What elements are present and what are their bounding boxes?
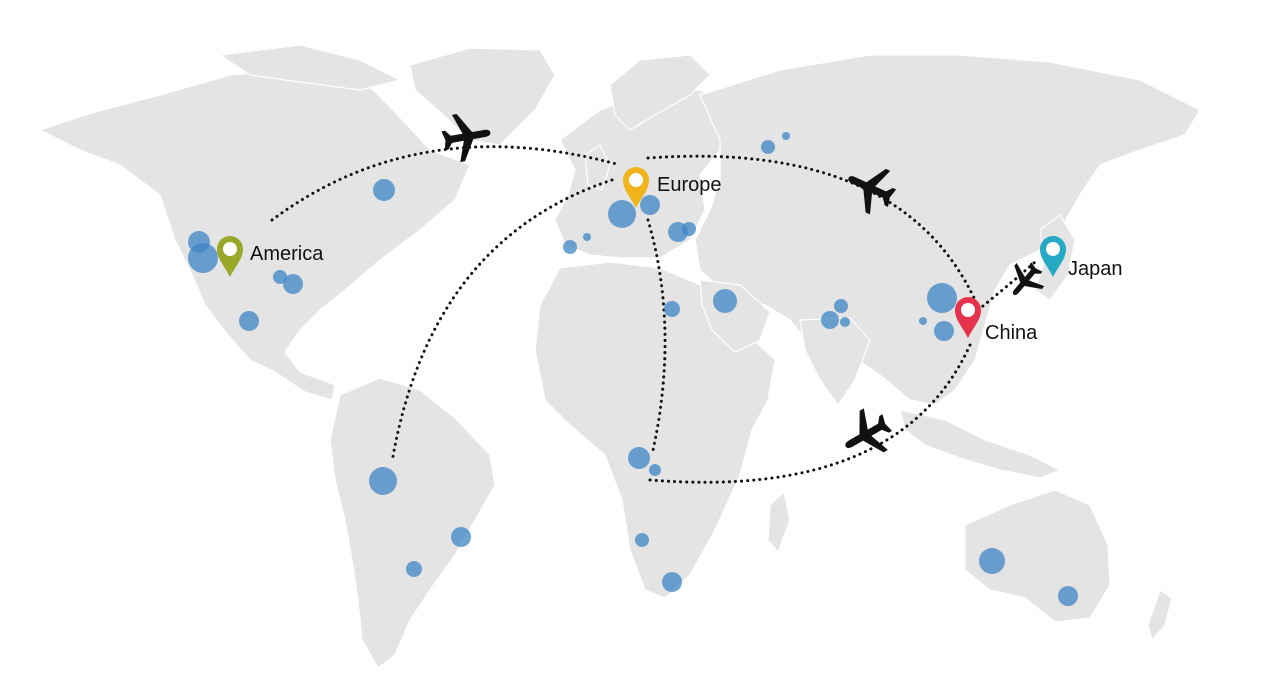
land-north-america [38, 69, 471, 401]
bubble [649, 464, 661, 476]
map-pin-icon [1040, 236, 1066, 277]
bubble [628, 447, 650, 469]
pin-america [217, 236, 243, 277]
bubble [583, 233, 591, 241]
route-china-japan [976, 260, 1037, 312]
data-bubbles [188, 132, 1078, 606]
bubble [919, 317, 927, 325]
route-europe-central-africa [646, 218, 667, 457]
bubble [934, 321, 954, 341]
map-pin-icon [217, 236, 243, 277]
label-china: China [985, 322, 1038, 344]
land-south-america [329, 377, 496, 669]
bubble [840, 317, 850, 327]
bubble [283, 274, 303, 294]
label-europe: Europe [657, 174, 722, 196]
bubble [662, 572, 682, 592]
bubble [821, 311, 839, 329]
land-madagascar [767, 490, 791, 554]
land-southeast-asia [899, 409, 1062, 479]
land-masses [38, 44, 1201, 669]
route-europe-china [646, 154, 977, 302]
bubble [640, 195, 660, 215]
bubble [373, 179, 395, 201]
bubble [979, 548, 1005, 574]
label-japan: Japan [1068, 258, 1123, 280]
bubble [664, 301, 680, 317]
bubble [761, 140, 775, 154]
pin-japan [1040, 236, 1066, 277]
bubble [451, 527, 471, 547]
land-new-zealand [1147, 589, 1173, 642]
land-scandinavia [609, 54, 711, 131]
bubble [608, 200, 636, 228]
label-america: America [250, 243, 324, 265]
route-europe-south-america [390, 178, 614, 464]
route-central-africa-china [648, 343, 972, 484]
map-pin-icon [955, 297, 981, 338]
bubble [369, 467, 397, 495]
land-asia [694, 54, 1201, 406]
route-america-europe [270, 145, 622, 222]
pin-europe [623, 167, 649, 208]
flight-routes [270, 145, 1037, 484]
land-india [799, 317, 871, 407]
land-greenland [409, 47, 556, 146]
bubble [635, 533, 649, 547]
bubble [682, 222, 696, 236]
bubble [1058, 586, 1078, 606]
bubble [273, 270, 287, 284]
bubble [782, 132, 790, 140]
bubble [406, 561, 422, 577]
land-uk [584, 144, 611, 191]
bubble [713, 289, 737, 313]
bubble [927, 283, 957, 313]
bubble [834, 299, 848, 313]
land-canada-arctic [218, 44, 402, 91]
bubble [563, 240, 577, 254]
bubble [188, 243, 218, 273]
airplane-icon [833, 401, 900, 468]
map-pin-icon [623, 167, 649, 208]
bubble [239, 311, 259, 331]
pin-china [955, 297, 981, 338]
location-markers: America Europe China Japan [217, 167, 1123, 344]
